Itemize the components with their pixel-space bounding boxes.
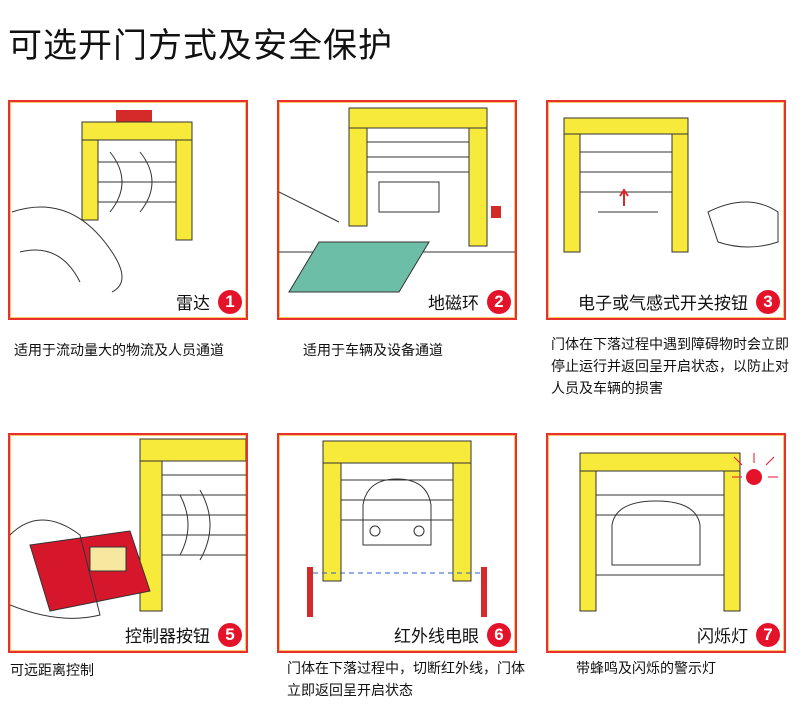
panel-radar: 雷达 1 bbox=[8, 100, 248, 320]
panel-label: 闪烁灯 bbox=[697, 627, 748, 647]
caption: 门体在下落过程中遇到障碍物时会立即停止运行并返回呈开启状态，以防止对人员及车辆的… bbox=[551, 337, 789, 397]
panel-label: 电子或气感式开关按钮 bbox=[578, 294, 748, 314]
panel-switch-button: 电子或气感式开关按钮 3 bbox=[546, 100, 786, 320]
panel-label: 地磁环 bbox=[428, 294, 479, 314]
infrared-illustration bbox=[307, 440, 487, 617]
number-badge: 3 bbox=[756, 290, 780, 314]
number-badge: 7 bbox=[756, 623, 780, 647]
panel-label: 控制器按钮 bbox=[125, 627, 210, 647]
panel-label: 雷达 bbox=[176, 294, 210, 314]
magnetic-loop-illustration bbox=[279, 107, 515, 293]
controller-illustration bbox=[10, 438, 246, 619]
panel-infrared-eye: 红外线电眼 6 bbox=[277, 433, 517, 653]
caption: 适用于流动量大的物流及人员通道 bbox=[14, 343, 224, 359]
number-badge: 2 bbox=[487, 290, 511, 314]
number-badge: 5 bbox=[218, 623, 242, 647]
panel-magnetic-loop: 地磁环 2 bbox=[277, 100, 517, 320]
panel-flashing-light: 闪烁灯 7 bbox=[546, 433, 786, 653]
number-badge: 1 bbox=[218, 290, 242, 314]
switch-button-illustration bbox=[563, 117, 779, 253]
radar-illustration bbox=[11, 110, 193, 293]
panel-label: 红外线电眼 bbox=[394, 627, 479, 647]
caption: 带蜂鸣及闪烁的警示灯 bbox=[576, 661, 716, 677]
caption: 门体在下落过程中，切断红外线，门体立即返回呈开启状态 bbox=[287, 661, 525, 699]
page-title: 可选开门方式及安全保护 bbox=[8, 26, 393, 66]
caption: 可远距离控制 bbox=[10, 663, 94, 679]
flashing-light-illustration bbox=[579, 452, 778, 612]
caption: 适用于车辆及设备通道 bbox=[303, 343, 443, 359]
number-badge: 6 bbox=[487, 623, 511, 647]
panel-controller-button: 控制器按钮 5 bbox=[8, 433, 248, 653]
